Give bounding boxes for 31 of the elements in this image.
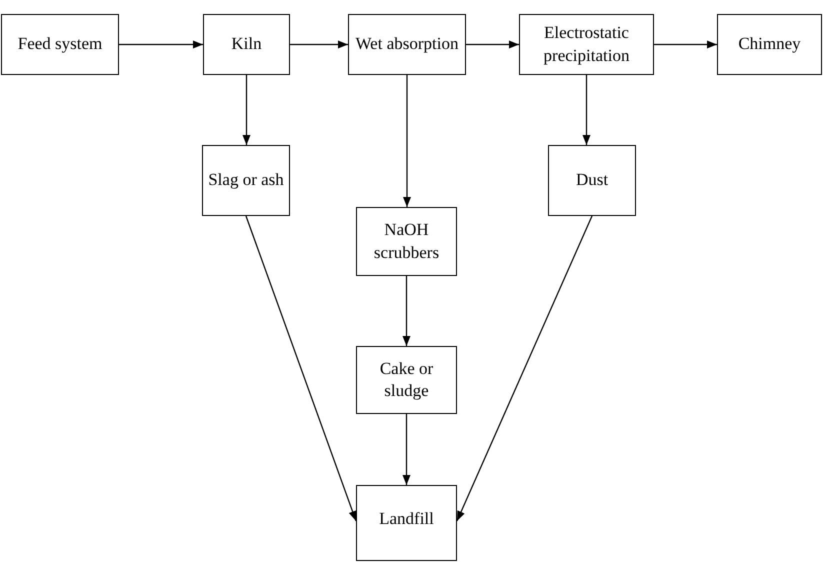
process-box [348, 14, 466, 75]
arrow [290, 40, 348, 48]
box-label: Kiln [231, 33, 262, 56]
process-box [1, 14, 119, 75]
box-label: Feed system [18, 33, 102, 56]
box-label: Wet absorption [356, 33, 458, 56]
arrow [402, 414, 410, 485]
arrow [402, 276, 410, 346]
process-box [202, 145, 290, 216]
box-label: Cake or sludge [378, 358, 434, 402]
arrow [582, 75, 590, 145]
arrow [654, 40, 717, 48]
arrow [403, 75, 411, 207]
box-label: Chimney [738, 33, 801, 56]
arrow [242, 75, 250, 145]
arrow [119, 40, 203, 48]
process-box [356, 207, 457, 276]
box-label: Electrostatic precipitation [542, 22, 630, 67]
process-box [548, 145, 636, 216]
arrow [245, 216, 357, 522]
box-label: Landfill [379, 508, 434, 530]
process-box [203, 14, 290, 75]
box-label: NaOH scrubbers [372, 219, 440, 264]
process-box [519, 14, 654, 75]
arrow [456, 216, 593, 522]
process-box [356, 346, 457, 414]
box-label: Slag or ash [208, 169, 284, 192]
process-box [356, 485, 457, 561]
process-box [717, 14, 822, 75]
arrow [466, 40, 519, 48]
box-label: Dust [576, 169, 608, 192]
